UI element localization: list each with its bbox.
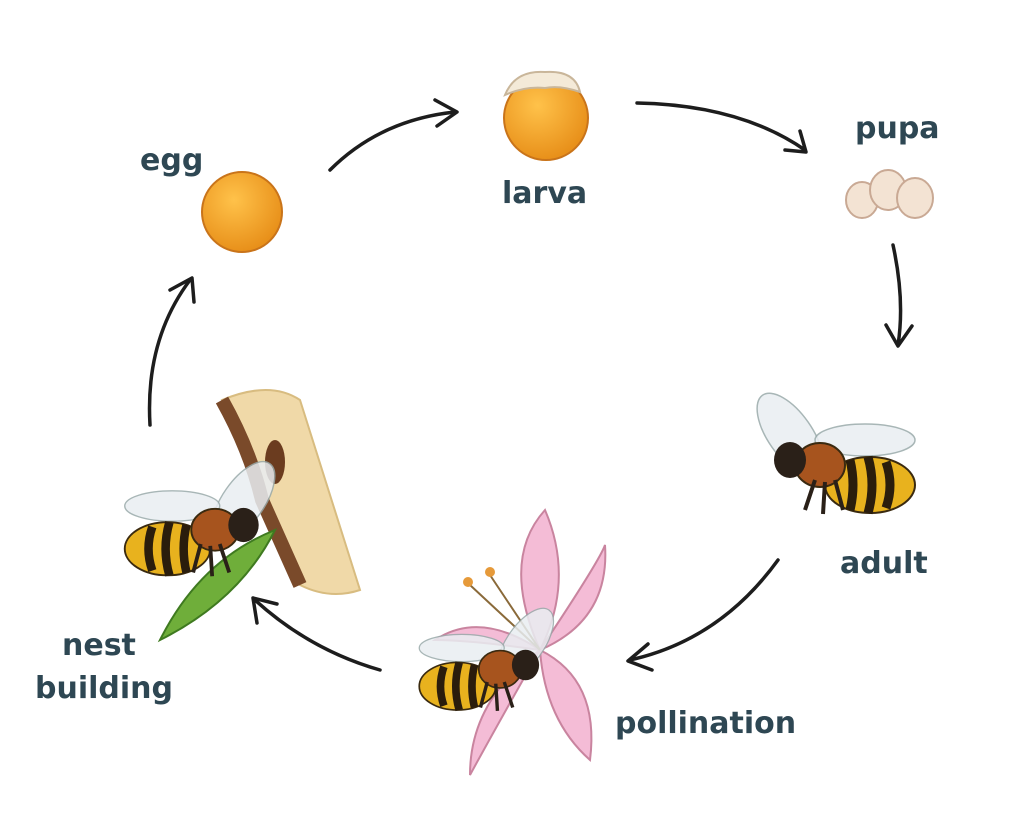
label-nest: nest [62, 628, 136, 663]
pupa-illustration [845, 169, 934, 219]
arrow-adult-to-pollination [626, 558, 780, 672]
larva-illustration [503, 70, 589, 161]
egg-illustration [201, 171, 283, 253]
adult-bee-illustration [744, 383, 915, 514]
label-pupa: pupa [855, 111, 940, 146]
arrow-nest-to-egg [147, 276, 196, 427]
label-larva: larva [502, 176, 587, 211]
label-egg: egg [140, 143, 203, 178]
label-pollination: pollination [615, 706, 796, 741]
arrow-pollination-to-nest [251, 596, 382, 672]
label-building: building [35, 671, 173, 706]
leaf-illustration [157, 528, 278, 643]
arrow-larva-to-pupa [635, 101, 808, 154]
label-adult: adult [840, 546, 928, 581]
arrow-pupa-to-adult [884, 243, 914, 348]
arrow-egg-to-larva [328, 98, 459, 172]
